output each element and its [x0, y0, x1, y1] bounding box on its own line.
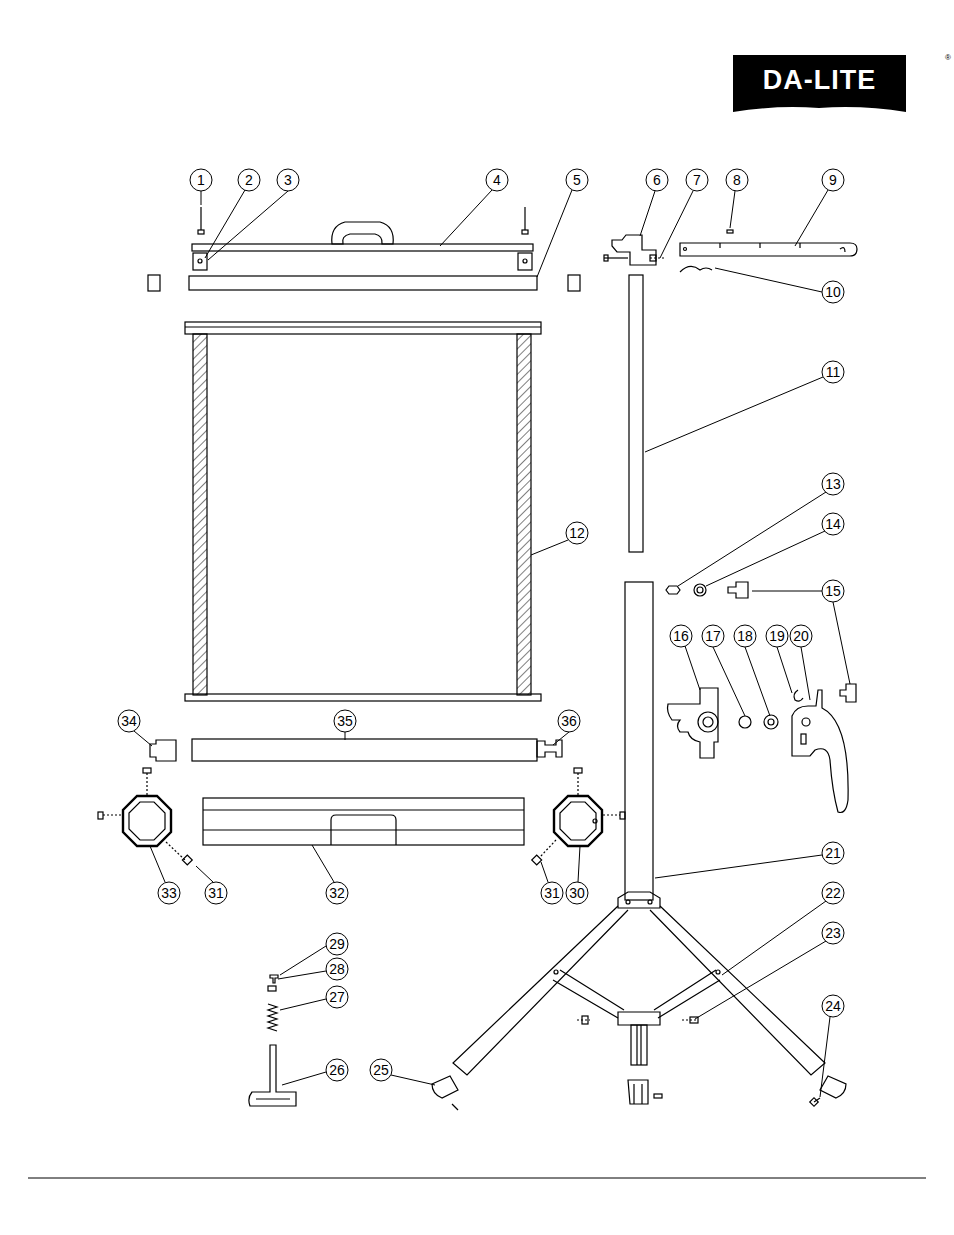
callout-number: 31 — [532, 884, 572, 902]
callout-number: 8 — [717, 171, 757, 189]
callout-number: 19 — [757, 627, 797, 645]
callout-number: 27 — [317, 988, 357, 1006]
callout-number: 3 — [268, 171, 308, 189]
callout-number: 31 — [196, 884, 236, 902]
callout-number: 21 — [813, 844, 853, 862]
callout-number: 15 — [813, 582, 853, 600]
registered-mark: ® — [943, 49, 953, 67]
callout-number: 35 — [325, 712, 365, 730]
callout-number: 34 — [109, 712, 149, 730]
callout-number: 32 — [317, 884, 357, 902]
brand-name: DA-LITE — [733, 65, 906, 96]
callout-number: 22 — [813, 884, 853, 902]
callout-number: 11 — [813, 363, 853, 381]
callout-number: 20 — [781, 627, 821, 645]
callout-number: 28 — [317, 960, 357, 978]
callout-number: 33 — [149, 884, 189, 902]
callout-number: 7 — [677, 171, 717, 189]
callout-number: 25 — [361, 1061, 401, 1079]
callout-number: 13 — [813, 475, 853, 493]
callout-number: 12 — [557, 524, 597, 542]
callout-number: 5 — [557, 171, 597, 189]
callout-number: 36 — [549, 712, 589, 730]
callout-number: 4 — [477, 171, 517, 189]
callout-number: 2 — [229, 171, 269, 189]
callout-number: 9 — [813, 171, 853, 189]
callout-number: 30 — [557, 884, 597, 902]
callout-number: 10 — [813, 283, 853, 301]
callout-number: 29 — [317, 935, 357, 953]
logo-banner: DA-LITE — [733, 55, 906, 112]
callout-number: 17 — [693, 627, 733, 645]
callout-number: 14 — [813, 515, 853, 533]
callout-number: 18 — [725, 627, 765, 645]
callout-number: 6 — [637, 171, 677, 189]
callout-number: 23 — [813, 924, 853, 942]
callout-number: 16 — [661, 627, 701, 645]
callout-number: 26 — [317, 1061, 357, 1079]
callout-number: 1 — [181, 171, 221, 189]
callout-number: 24 — [813, 997, 853, 1015]
